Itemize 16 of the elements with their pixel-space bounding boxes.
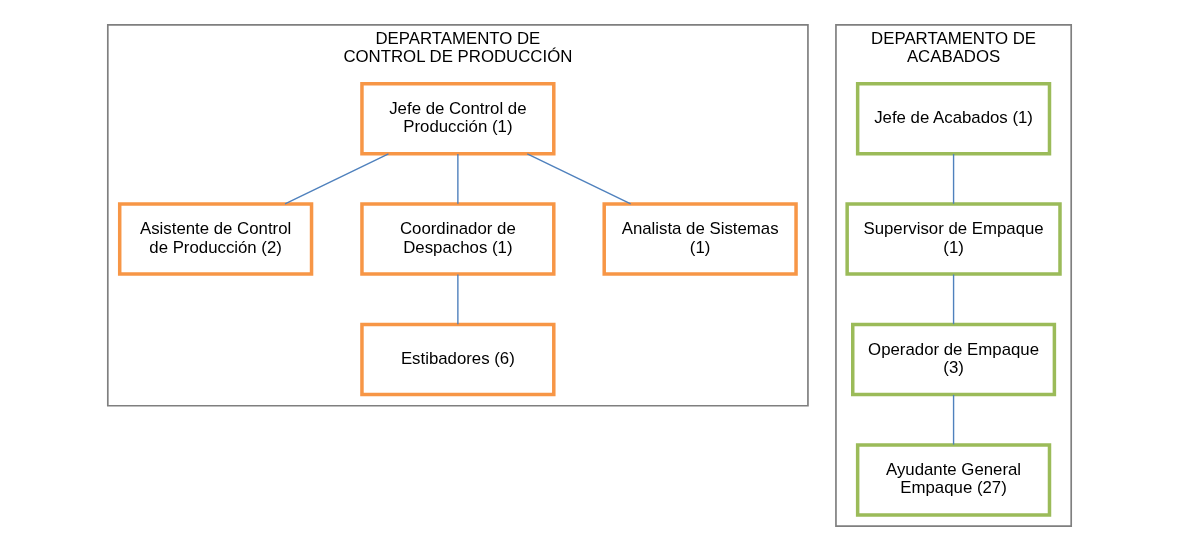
node-box: Estibadores (6) — [359, 322, 556, 397]
node-box: Jefe de Acabados (1) — [855, 81, 1051, 156]
node-box: Analista de Sistemas (1) — [601, 202, 798, 276]
node-box: Ayudante General Empaque (27) — [855, 443, 1051, 517]
connector — [952, 273, 954, 325]
connector — [526, 153, 631, 205]
connector — [952, 394, 954, 446]
node-box: Coordinador de Despachos (1) — [359, 202, 556, 276]
node-box: Supervisor de Empaque (1) — [844, 202, 1062, 276]
connector — [283, 153, 389, 205]
node-box: Jefe de Control de Producción (1) — [359, 81, 556, 156]
connector — [456, 273, 459, 325]
node-box: Asistente de Control de Producción (2) — [117, 202, 313, 276]
connector — [952, 153, 954, 205]
node-box: Operador de Empaque (3) — [850, 322, 1056, 397]
connector — [456, 153, 459, 205]
